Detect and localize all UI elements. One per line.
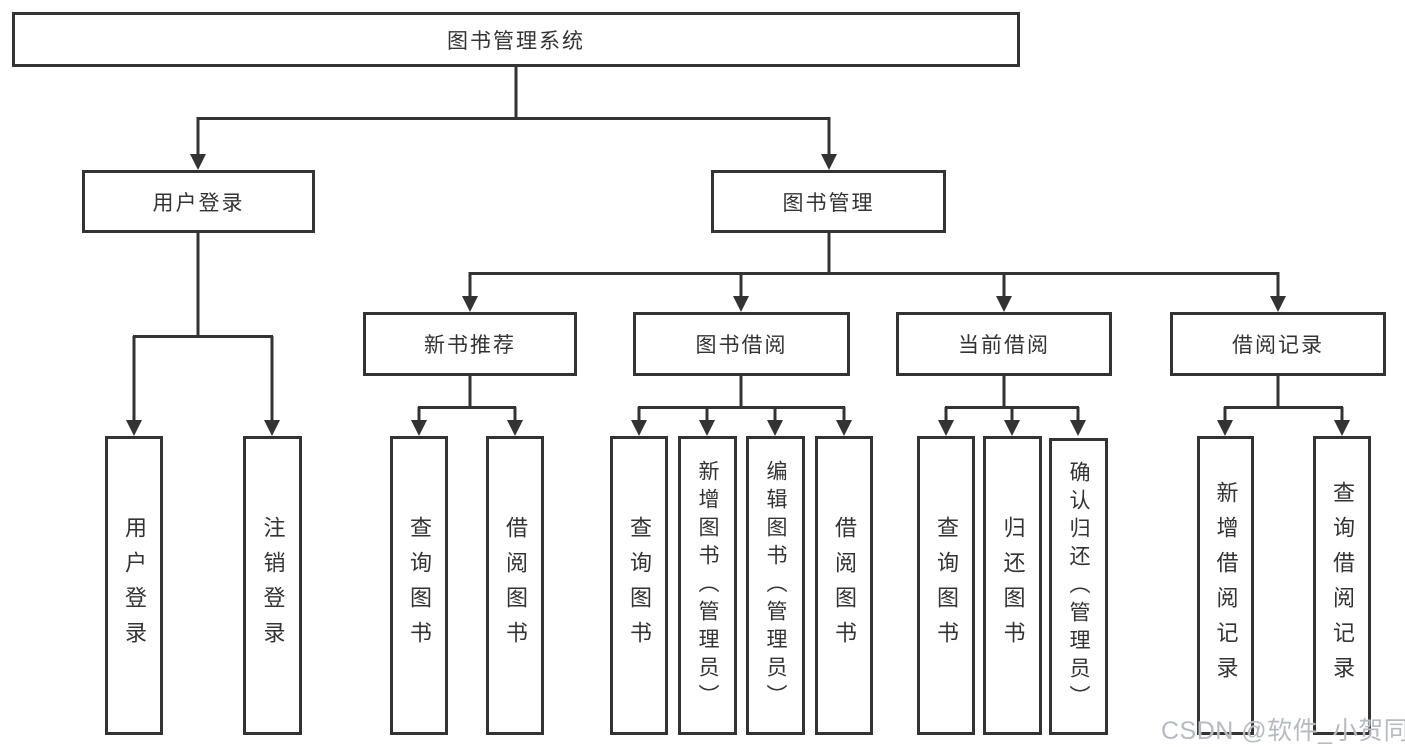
node-label: 编辑图书（管理员） <box>764 459 787 712</box>
node-borrowing-records: 借阅记录 <box>1170 312 1386 376</box>
leaf-return-books: 归还图书 <box>983 436 1042 735</box>
node-label: 查询图书 <box>407 515 432 656</box>
leaf-query-books-current: 查询图书 <box>917 436 975 735</box>
leaf-edit-books-admin: 编辑图书（管理员） <box>746 436 805 735</box>
leaf-user-login: 用户登录 <box>105 436 163 735</box>
leaf-query-borrow-record: 查询借阅记录 <box>1313 436 1371 735</box>
leaf-add-books-admin: 新增图书（管理员） <box>678 436 737 735</box>
node-label: 归还图书 <box>1000 515 1026 656</box>
leaf-query-books-borrow: 查询图书 <box>610 436 668 735</box>
node-label: 确认归还（管理员） <box>1067 460 1090 713</box>
leaf-add-borrow-record: 新增借阅记录 <box>1197 436 1254 735</box>
node-current-borrowing: 当前借阅 <box>896 312 1112 376</box>
node-label: 借阅记录 <box>1232 334 1324 357</box>
node-label: 当前借阅 <box>958 334 1050 357</box>
node-label: 图书管理 <box>782 191 875 215</box>
csdn-watermark: CSDN @软件_小贺同学 <box>1161 717 1405 745</box>
node-label: 新增借阅记录 <box>1213 480 1239 691</box>
node-label: 图书管理系统 <box>447 29 585 53</box>
leaf-confirm-return-admin: 确认归还（管理员） <box>1049 438 1108 735</box>
leaf-logout: 注销登录 <box>243 436 302 735</box>
node-label: 查询图书 <box>934 515 959 656</box>
node-book-management: 图书管理 <box>711 170 946 233</box>
node-label: 用户登录 <box>122 515 147 656</box>
node-label: 用户登录 <box>152 191 245 215</box>
leaf-borrow-books: 借阅图书 <box>815 436 873 735</box>
connector-paths <box>132 67 1344 422</box>
node-user-login: 用户登录 <box>82 170 315 233</box>
node-book-borrowing: 图书借阅 <box>633 312 850 376</box>
node-library-management-system: 图书管理系统 <box>12 12 1020 67</box>
leaf-borrow-books-recommend: 借阅图书 <box>486 436 544 735</box>
node-label: 借阅图书 <box>832 515 857 656</box>
node-label: 新增图书（管理员） <box>696 459 719 712</box>
node-label: 查询借阅记录 <box>1330 480 1355 691</box>
node-label: 借阅图书 <box>503 515 528 656</box>
node-label: 新书推荐 <box>424 334 516 357</box>
node-label: 查询图书 <box>627 515 652 656</box>
node-label: 图书借阅 <box>695 334 788 357</box>
node-new-book-recommendation: 新书推荐 <box>363 312 577 376</box>
node-label: 注销登录 <box>260 515 286 656</box>
leaf-query-books-recommend: 查询图书 <box>390 436 448 735</box>
